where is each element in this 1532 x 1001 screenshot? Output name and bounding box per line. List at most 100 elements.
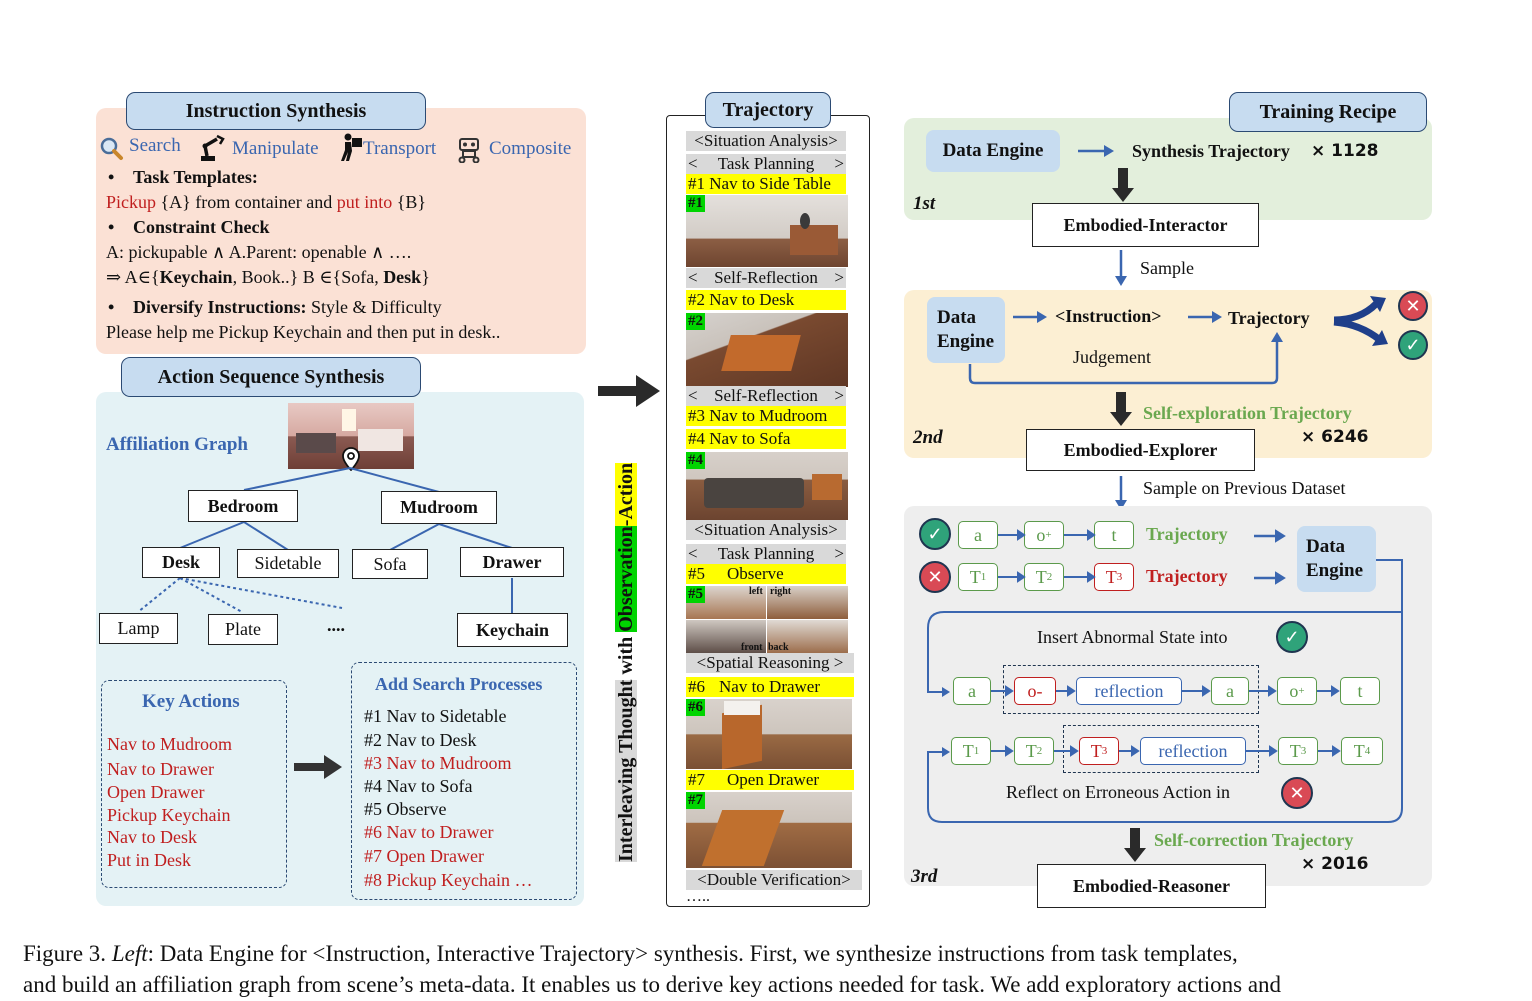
step-5-obs-tag: #5 [686, 586, 705, 603]
task-planning-tag: <Task Planning> [686, 154, 846, 174]
down-arrow-icon [1124, 828, 1146, 862]
constraint-check-title: Constraint Check [133, 217, 270, 237]
graph-node-lamp: Lamp [99, 613, 178, 644]
search-step: #3 Nav to Mudroom [364, 753, 512, 773]
fail-x-icon: ✕ [919, 561, 951, 593]
success-check-icon: ✓ [1398, 330, 1428, 360]
success-check-icon: ✓ [1276, 621, 1308, 653]
arrow-icon [1115, 250, 1127, 286]
step-5-frame: #5 left right front back [686, 586, 848, 654]
step-2-label: #2 Nav to Desk [686, 290, 846, 310]
step-4-label: #4 Nav to Sofa [686, 429, 846, 449]
success-check-icon: ✓ [919, 518, 951, 550]
key-action: Open Drawer [107, 782, 205, 802]
self-reflection-tag: <Self-Reflection> [686, 386, 846, 406]
graph-node-sofa: Sofa [352, 549, 428, 579]
row3-action: a [953, 677, 991, 705]
graph-node-mudroom: Mudroom [381, 491, 497, 524]
fail-x-icon: ✕ [1281, 777, 1313, 809]
graph-node-keychain: Keychain [457, 613, 568, 647]
key-action: Pickup Keychain [107, 805, 231, 825]
search-step: #7 Open Drawer [364, 846, 484, 866]
figure-caption-line1: Figure 3. Left: Data Engine for <Instruc… [23, 941, 1238, 966]
carry-person-icon [341, 133, 362, 161]
right-arrow-icon [294, 755, 342, 779]
trajectory-label: Trajectory [1228, 308, 1310, 328]
situation-analysis-tag: <Situation Analysis> [686, 131, 846, 151]
step-3-label: #3 Nav to Mudroom [686, 406, 846, 426]
tool-manipulate-label: Manipulate [232, 138, 319, 159]
instruction-synthesis-panel [96, 108, 586, 354]
interleaving-vertical-label: Interleaving Thought with Observation-Ac… [615, 462, 637, 862]
step-2-obs-tag: #2 [686, 313, 705, 330]
key-action: Nav to Drawer [107, 759, 214, 779]
task-planning-tag: <Task Planning> [686, 544, 846, 564]
row3-thought: t [1340, 677, 1380, 705]
row3-action: a [1211, 677, 1249, 705]
row3-abnormal-obs: o- [1014, 677, 1056, 705]
graph-node-ellipsis: .... [327, 615, 345, 635]
row1-action: a [958, 521, 998, 549]
key-action: Nav to Desk [107, 827, 197, 847]
bad-trajectory-label: Trajectory [1146, 566, 1228, 586]
arrow-icon [1013, 311, 1047, 323]
embodied-interactor-box: Embodied-Interactor [1032, 203, 1259, 247]
tool-composite-label: Composite [489, 138, 572, 159]
insert-abnormal-label: Insert Abnormal State into [1037, 627, 1228, 647]
judgement-loop-connector [968, 332, 1283, 385]
search-step: #8 Pickup Keychain … [364, 870, 533, 890]
arrow-icon [1115, 476, 1127, 510]
big-right-arrow-icon [598, 375, 660, 407]
situation-analysis-tag: <Situation Analysis> [686, 520, 846, 540]
affiliation-graph-label: Affiliation Graph [106, 434, 248, 455]
tool-search-label: Search [129, 135, 181, 156]
task-templates-title: Task Templates: [133, 167, 258, 187]
sample-label: Sample [1140, 258, 1194, 278]
key-actions-box [101, 680, 287, 888]
arrow-icon [1188, 311, 1222, 323]
search-step: #2 Nav to Desk [364, 730, 477, 750]
tool-transport-label: Transport [363, 138, 437, 159]
search-step: #6 Nav to Drawer [364, 822, 494, 842]
step-1-label: #1 Nav to Side Table [686, 174, 846, 194]
constraint-line2: ⇒ A∈{Keychain, Book..} B ∈{Sofa, Desk} [106, 267, 430, 287]
judgement-label: Judgement [1073, 347, 1151, 367]
training-recipe-header: Training Recipe [1229, 92, 1427, 132]
stage-1-label: 1st [913, 193, 936, 214]
row3-observation: o+ [1277, 677, 1317, 705]
synthesis-count: × 1128 [1311, 141, 1379, 161]
step-4-obs-tag: #4 [686, 452, 705, 469]
instruction-tag: <Instruction> [1055, 306, 1162, 326]
template-line: Pickup {A} from container and put into {… [106, 192, 427, 212]
self-exploration-label: Self-exploration Trajectory [1143, 403, 1352, 423]
erroneous-reflect-box [1063, 725, 1259, 773]
bullet: • [108, 167, 115, 187]
synthesis-trajectory-label: Synthesis Trajectory [1132, 141, 1290, 161]
view-right-label: right [770, 586, 792, 597]
step-4-frame: #4 [686, 452, 848, 520]
step-7-obs-tag: #7 [686, 792, 705, 809]
search-processes-box [351, 662, 577, 900]
affiliation-graph-edges [137, 467, 513, 613]
view-back-label: back [768, 642, 789, 653]
abnormal-insert-box [1003, 665, 1259, 714]
key-action: Put in Desk [107, 850, 192, 870]
fail-x-icon: ✕ [1398, 291, 1428, 321]
self-reflection-tag: <Self-Reflection> [686, 268, 846, 288]
reflect-erroneous-label: Reflect on Erroneous Action in [1006, 782, 1230, 802]
row1-thought: t [1094, 521, 1134, 549]
search-step: #4 Nav to Sofa [364, 776, 473, 796]
step-6-obs-tag: #6 [686, 699, 705, 716]
row4-reflection: reflection [1140, 737, 1246, 765]
row-connectors [991, 685, 1341, 757]
step-7-frame: #7 [686, 792, 852, 868]
